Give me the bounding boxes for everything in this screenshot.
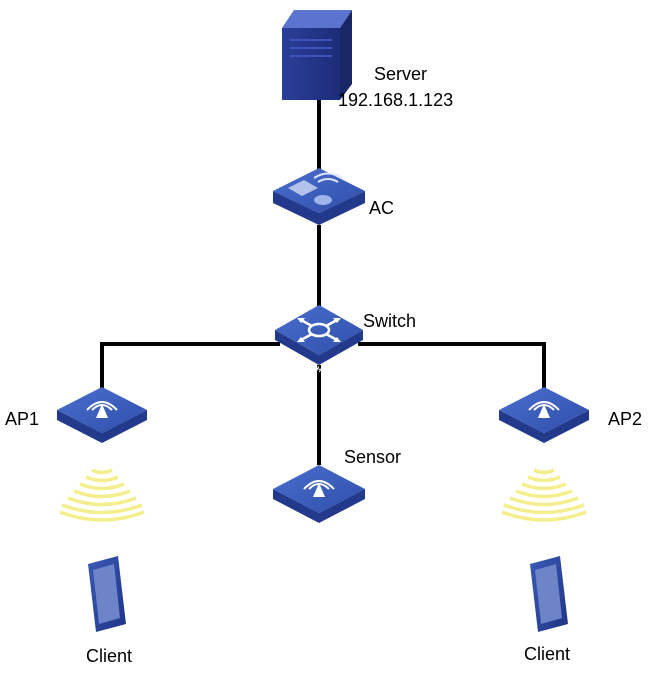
ap2-label: AP2 — [608, 409, 643, 429]
link-switch-ap1 — [100, 342, 280, 390]
ap2-icon[interactable] — [499, 387, 589, 443]
link-switch-ap2 — [358, 342, 546, 390]
signal-waves-left-icon — [59, 468, 145, 522]
switch-icon[interactable]: SWITCH — [275, 305, 363, 374]
switch-label: Switch — [363, 311, 417, 331]
server-label: Server — [374, 64, 428, 84]
sensor-label: Sensor — [344, 447, 402, 467]
client-left-icon[interactable] — [88, 556, 126, 632]
sensor-icon[interactable] — [273, 465, 365, 523]
links — [100, 98, 546, 465]
client-right-icon[interactable] — [530, 556, 568, 632]
client-right-label: Client — [524, 644, 571, 664]
server-ip-label: 192.168.1.123 — [338, 90, 454, 110]
server-icon[interactable] — [282, 10, 352, 100]
ap1-label: AP1 — [5, 409, 40, 429]
client-left-label: Client — [86, 646, 133, 666]
ac-label: AC — [369, 198, 395, 218]
ac-icon[interactable] — [273, 168, 365, 225]
signal-waves-right-icon — [501, 468, 587, 522]
ap1-icon[interactable] — [57, 387, 147, 443]
